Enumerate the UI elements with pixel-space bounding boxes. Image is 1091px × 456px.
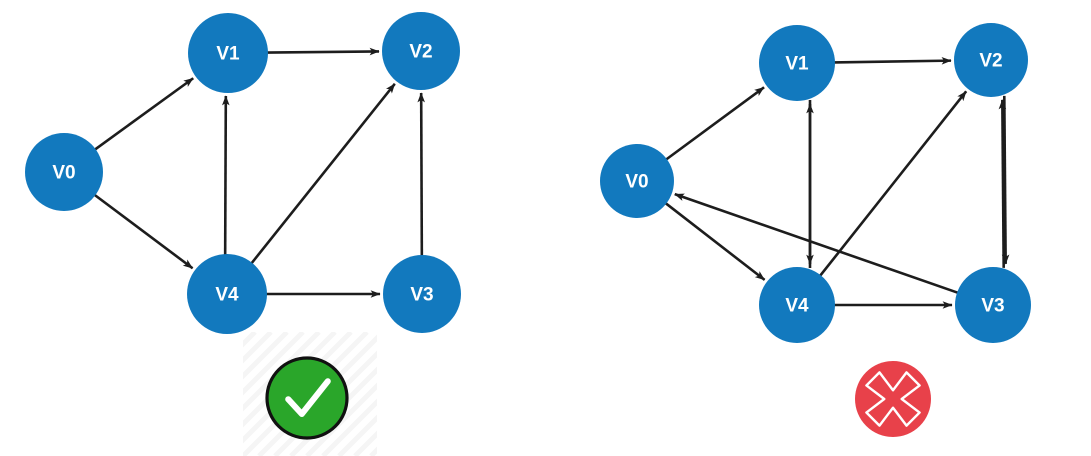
node-valid-dag-V3[interactable]: V3 [383, 255, 461, 333]
badge-circle [265, 356, 349, 440]
edge-valid-dag-V1-to-V2 [266, 47, 380, 56]
node-label: V3 [410, 285, 433, 306]
node-label: V0 [52, 163, 75, 184]
node-label: V2 [409, 42, 432, 63]
node-cyclic-graph-V1[interactable]: V1 [759, 25, 835, 101]
edge-cyclic-graph-V0-to-V1 [665, 86, 765, 161]
edge-valid-dag-V4-to-V2 [250, 83, 396, 265]
node-cyclic-graph-V2[interactable]: V2 [954, 23, 1028, 97]
node-valid-dag-V2[interactable]: V2 [382, 12, 460, 90]
edge-cyclic-graph-V1-to-V2 [833, 56, 952, 65]
node-label: V1 [216, 44, 240, 65]
node-cyclic-graph-V4[interactable]: V4 [759, 267, 835, 343]
edge-cyclic-graph-V0-to-V4 [664, 202, 766, 281]
node-label: V2 [979, 51, 1002, 72]
node-circle [188, 13, 268, 93]
invalid-badge [855, 361, 931, 437]
edge-cyclic-graph-V3-to-V0 [674, 192, 959, 295]
check-mark-icon [285, 378, 331, 417]
node-circle [187, 254, 267, 334]
node-cyclic-graph-V3[interactable]: V3 [955, 267, 1031, 343]
edge-valid-dag-V0-to-V1 [93, 77, 194, 151]
node-circle [954, 23, 1028, 97]
node-circle [25, 133, 103, 211]
node-circle [759, 267, 835, 343]
edge-valid-dag-V0-to-V4 [93, 193, 194, 270]
cross-mark-icon [865, 371, 921, 427]
edge-cyclic-graph-V4-to-V2 [818, 90, 968, 277]
node-circle [955, 267, 1031, 343]
node-circle [600, 144, 674, 218]
node-circle [382, 12, 460, 90]
node-valid-dag-V1[interactable]: V1 [188, 13, 268, 93]
node-label: V0 [625, 172, 648, 193]
node-circle [759, 25, 835, 101]
node-label: V1 [785, 54, 809, 75]
node-circle [383, 255, 461, 333]
node-cyclic-graph-V0[interactable]: V0 [600, 144, 674, 218]
valid-badge [265, 356, 349, 440]
node-valid-dag-V0[interactable]: V0 [25, 133, 103, 211]
edge-valid-dag-V3-to-V2 [417, 92, 426, 257]
node-label: V4 [215, 285, 239, 306]
badges-layer [265, 356, 931, 440]
edge-valid-dag-V4-to-V1 [221, 95, 230, 255]
node-label: V3 [981, 296, 1004, 317]
edges-layer [93, 47, 1010, 309]
node-valid-dag-V4[interactable]: V4 [187, 254, 267, 334]
node-label: V4 [785, 296, 809, 317]
watermark-stripes [243, 332, 377, 456]
edge-cyclic-graph-V3-to-V2 [998, 99, 1007, 268]
edge-cyclic-graph-V2-to-V3 [1001, 95, 1010, 265]
